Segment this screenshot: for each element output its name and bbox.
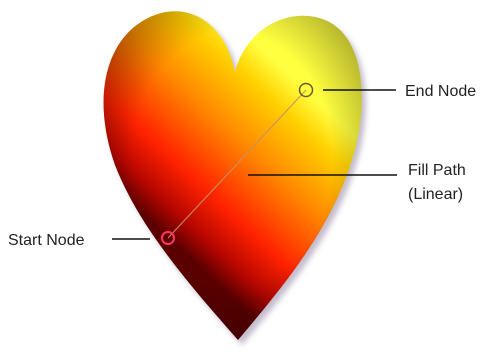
fill-path-sublabel: (Linear) xyxy=(408,186,463,203)
fill-path-label: Fill Path xyxy=(408,162,466,179)
end-node-label: End Node xyxy=(405,83,476,100)
start-node-label: Start Node xyxy=(8,232,85,249)
